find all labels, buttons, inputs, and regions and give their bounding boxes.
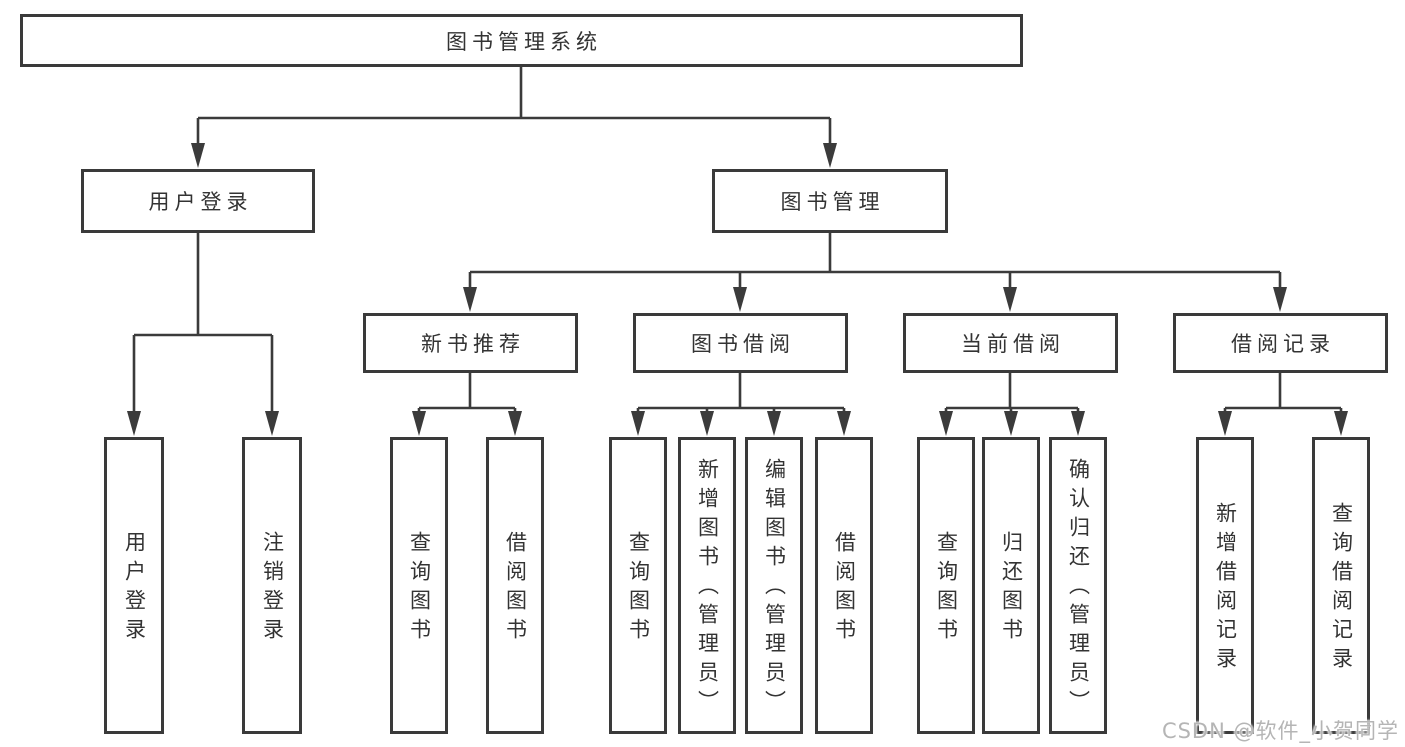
leaf-recommend-borrow-book-label: 借阅图书 <box>503 530 528 647</box>
watermark-text: CSDN @软件_小贺同学 <box>1161 719 1399 743</box>
node-book-borrowing: 图书借阅 <box>633 313 848 373</box>
node-user-login-label: 用户登录 <box>148 190 253 214</box>
leaf-borrowing-borrow-book: 借阅图书 <box>815 437 873 734</box>
leaf-logout-label: 注销登录 <box>260 530 285 647</box>
node-root-label: 图书管理系统 <box>446 29 602 54</box>
leaf-borrowing-query-book-label: 查询图书 <box>626 530 651 647</box>
node-book-borrowing-label: 图书借阅 <box>691 332 795 356</box>
leaf-borrowing-borrow-book-label: 借阅图书 <box>832 530 857 647</box>
leaf-records-query-record: 查询借阅记录 <box>1312 437 1370 734</box>
node-borrowing-records-label: 借阅记录 <box>1231 332 1335 356</box>
leaf-logout: 注销登录 <box>242 437 302 734</box>
leaf-current-return-book-label: 归还图书 <box>999 530 1024 647</box>
leaf-records-add-record-label: 新增借阅记录 <box>1213 501 1238 676</box>
leaf-borrowing-query-book: 查询图书 <box>609 437 667 734</box>
leaf-borrowing-edit-book-admin: 编辑图书（管理员） <box>745 437 803 734</box>
leaf-records-add-record: 新增借阅记录 <box>1196 437 1254 734</box>
leaf-recommend-query-book-label: 查询图书 <box>407 530 432 647</box>
leaf-user-login: 用户登录 <box>104 437 164 734</box>
node-book-management-label: 图书管理 <box>780 190 885 214</box>
leaf-borrowing-add-book-admin: 新增图书（管理员） <box>678 437 736 734</box>
leaf-current-confirm-return-admin: 确认归还（管理员） <box>1049 437 1107 734</box>
leaf-current-query-book-label: 查询图书 <box>934 530 959 647</box>
node-borrowing-records: 借阅记录 <box>1173 313 1388 373</box>
node-new-book-recommendation: 新书推荐 <box>363 313 578 373</box>
leaf-records-query-record-label: 查询借阅记录 <box>1329 501 1354 676</box>
leaf-current-return-book: 归还图书 <box>982 437 1040 734</box>
node-book-management: 图书管理 <box>712 169 948 233</box>
leaf-user-login-label: 用户登录 <box>122 530 147 647</box>
node-current-borrowing: 当前借阅 <box>903 313 1118 373</box>
leaf-borrowing-add-book-admin-label: 新增图书（管理员） <box>695 458 720 719</box>
leaf-current-confirm-return-admin-label: 确认归还（管理员） <box>1066 458 1091 719</box>
node-root: 图书管理系统 <box>20 14 1023 67</box>
leaf-current-query-book: 查询图书 <box>917 437 975 734</box>
arrowhead-icons <box>127 143 1348 436</box>
node-new-book-recommendation-label: 新书推荐 <box>421 332 525 356</box>
leaf-recommend-query-book: 查询图书 <box>390 437 448 734</box>
leaf-recommend-borrow-book: 借阅图书 <box>486 437 544 734</box>
node-user-login: 用户登录 <box>81 169 315 233</box>
node-current-borrowing-label: 当前借阅 <box>961 332 1065 356</box>
leaf-borrowing-edit-book-admin-label: 编辑图书（管理员） <box>762 458 787 719</box>
